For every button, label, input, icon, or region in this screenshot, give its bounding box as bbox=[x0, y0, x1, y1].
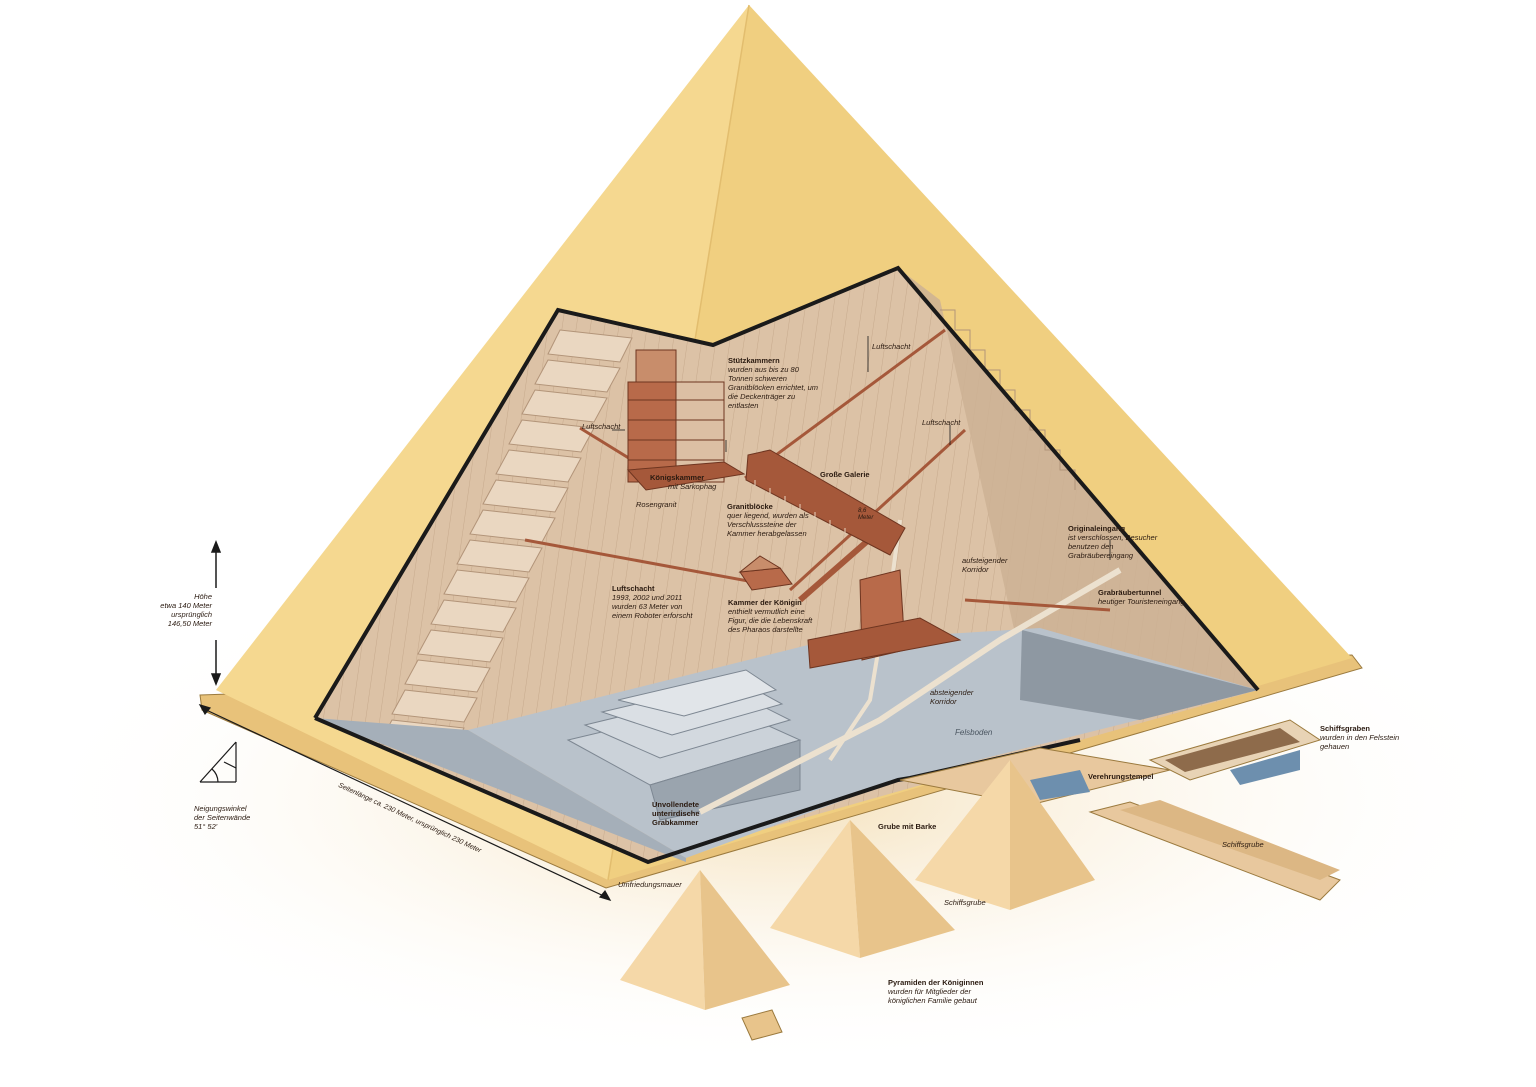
label-umfriedungsmauer: Umfriedungsmauer bbox=[618, 880, 682, 889]
grabraeubertunnel-desc: heutiger Touristeneingang bbox=[1098, 597, 1185, 606]
label-schiffsgraben: Schiffsgraben wurden in den Felsstein ge… bbox=[1320, 724, 1400, 751]
neigungswinkel-desc: 51° 52' bbox=[194, 822, 218, 831]
luftschacht-note-desc: 1993, 2002 und 2011 wurden 63 Meter von … bbox=[612, 593, 693, 620]
label-aufsteigender-korridor: aufsteigender Korridor bbox=[962, 556, 1022, 574]
right-stepped-wall bbox=[940, 309, 1076, 490]
label-schiffsgrube-2: Schiffsgrube bbox=[944, 898, 986, 907]
label-originaleingang: Originaleingang ist verschlossen, Besuch… bbox=[1068, 524, 1178, 560]
label-kammer-koenigin: Kammer der Königin enthielt vermutlich e… bbox=[728, 598, 824, 634]
koenigskammer-desc: mit Sarkophag bbox=[668, 482, 717, 491]
bedrock-pit bbox=[1020, 630, 1258, 720]
schiffsgraben-title: Schiffsgraben bbox=[1320, 724, 1371, 733]
causeway bbox=[1088, 801, 1341, 901]
neigungswinkel-title: Neigungswinkel der Seitenwände bbox=[194, 804, 251, 822]
queens-pyramid-1-right bbox=[700, 870, 790, 1010]
grand-gallery bbox=[745, 449, 906, 556]
label-verehrungstempel: Verehrungstempel bbox=[1088, 772, 1153, 781]
grube-barke-title: Grube mit Barke bbox=[878, 822, 937, 831]
label-grube-barke: Grube mit Barke bbox=[878, 822, 936, 831]
originaleingang-title: Originaleingang bbox=[1068, 524, 1126, 533]
cutaway-outline bbox=[313, 265, 1260, 720]
label-stuetzkammern: Stützkammern wurden aus bis zu 80 Tonnen… bbox=[728, 356, 820, 410]
label-luftschacht-note: Luftschacht 1993, 2002 und 2011 wurden 6… bbox=[612, 584, 702, 620]
kammer-koenigin-title: Kammer der Königin bbox=[728, 598, 802, 607]
base-dimension-arrow bbox=[198, 704, 612, 901]
queens-pyramids bbox=[620, 760, 1095, 1041]
luftschacht-note-title: Luftschacht bbox=[612, 584, 655, 593]
originaleingang-desc: ist verschlossen, Besucher benutzen den … bbox=[1068, 533, 1158, 560]
descending-corridor bbox=[698, 567, 1122, 815]
schiffsgrube-2-text: Schiffsgrube bbox=[944, 898, 986, 907]
label-absteigender-korridor: absteigender Korridor bbox=[930, 688, 990, 706]
queens-chamber-roof bbox=[738, 555, 782, 573]
rosengranit-text: Rosengranit bbox=[636, 500, 677, 509]
gallery-teeth bbox=[754, 480, 846, 534]
verehrungstempel-title: Verehrungstempel bbox=[1088, 772, 1154, 781]
aufsteigender-korridor-text: aufsteigender Korridor bbox=[962, 556, 1008, 574]
hoehe-title: Höhe bbox=[194, 592, 212, 601]
galerie-hoehe-text: 8,6 Meter bbox=[858, 508, 874, 521]
causeway-right bbox=[1120, 800, 1340, 880]
label-rosengranit: Rosengranit bbox=[636, 500, 676, 509]
kings-chamber bbox=[626, 461, 746, 491]
queens-pyramid-3-right bbox=[1010, 760, 1095, 910]
bedrock-front bbox=[315, 718, 686, 862]
pyramiden-koeniginnen-desc: wurden für Mitglieder der königlichen Fa… bbox=[888, 987, 977, 1005]
gallery-base-block bbox=[807, 617, 962, 669]
label-luftschacht-top: Luftschacht bbox=[872, 342, 910, 351]
absteigender-korridor-text: absteigender Korridor bbox=[930, 688, 974, 706]
boat-trench-inner bbox=[1165, 728, 1300, 772]
hoehe-desc: etwa 140 Meter ursprünglich 146,50 Meter bbox=[160, 601, 212, 628]
label-unvollendete-kammer: Unvollendete unterirdische Grabkammer bbox=[652, 800, 718, 827]
grosse-galerie-title: Große Galerie bbox=[820, 470, 870, 479]
queens-pyramid-2-right bbox=[850, 820, 955, 958]
label-schiffsgrube-1: Schiffsgrube bbox=[1222, 840, 1264, 849]
koenigskammer-title: Königskammer bbox=[650, 473, 705, 482]
unvollendete-kammer-title: Unvollendete unterirdische Grabkammer bbox=[652, 800, 700, 827]
grabraeubertunnel-title: Grabräubertunnel bbox=[1098, 588, 1162, 597]
label-grabraeubertunnel: Grabräubertunnel heutiger Touristeneinga… bbox=[1098, 588, 1208, 606]
umfriedungsmauer-text: Umfriedungsmauer bbox=[618, 880, 682, 889]
label-luftschacht-left: Luftschacht bbox=[582, 422, 620, 431]
label-koenigskammer: Königskammer mit Sarkophag bbox=[650, 473, 730, 491]
height-arrow bbox=[210, 539, 222, 687]
luftschacht-top-text: Luftschacht bbox=[872, 342, 911, 351]
label-pyramiden-koeniginnen: Pyramiden der Königinnen wurden für Mitg… bbox=[888, 978, 998, 1005]
label-galerie-hoehe: 8,6 Meter bbox=[858, 508, 880, 522]
pyramiden-koeniginnen-title: Pyramiden der Königinnen bbox=[888, 978, 984, 987]
label-luftschacht-mid: Luftschacht bbox=[922, 418, 960, 427]
felsboden-text: Felsboden bbox=[955, 728, 993, 737]
schiffsgraben-desc: wurden in den Felsstein gehauen bbox=[1320, 733, 1400, 751]
kammer-koenigin-desc: enthielt vermutlich eine Figur, die die … bbox=[728, 607, 813, 634]
stuetzkammern-desc: wurden aus bis zu 80 Tonnen schweren Gra… bbox=[728, 365, 819, 410]
luftschacht-mid-text: Luftschacht bbox=[922, 418, 961, 427]
label-granitbloecke: Granitblöcke quer liegend, wurden als Ve… bbox=[727, 502, 823, 538]
mortuary-temple-pool bbox=[1030, 770, 1090, 800]
label-neigungswinkel: Neigungswinkel der Seitenwände 51° 52' bbox=[194, 804, 256, 831]
queens-pyramid-2 bbox=[770, 820, 860, 958]
label-hoehe: Höhe etwa 140 Meter ursprünglich 146,50 … bbox=[150, 592, 212, 628]
queens-pyramid-3 bbox=[915, 760, 1010, 910]
leader-lines bbox=[612, 336, 1111, 560]
boat-trench-pool bbox=[1230, 750, 1300, 785]
stuetzkammern-title: Stützkammern bbox=[728, 356, 780, 365]
casing-stairs bbox=[378, 329, 633, 753]
queens-pyramid-1 bbox=[620, 870, 705, 1010]
luftschacht-left-text: Luftschacht bbox=[582, 422, 621, 431]
granitbloecke-title: Granitblöcke bbox=[727, 502, 773, 511]
granitbloecke-desc: quer liegend, wurden als Verschlussstein… bbox=[727, 511, 809, 538]
schiffsgrube-1-text: Schiffsgrube bbox=[1222, 840, 1264, 849]
label-grosse-galerie: Große Galerie bbox=[820, 470, 870, 479]
angle-indicator bbox=[199, 741, 237, 783]
queens-temple bbox=[741, 1009, 783, 1041]
unfinished-chamber bbox=[566, 669, 802, 821]
